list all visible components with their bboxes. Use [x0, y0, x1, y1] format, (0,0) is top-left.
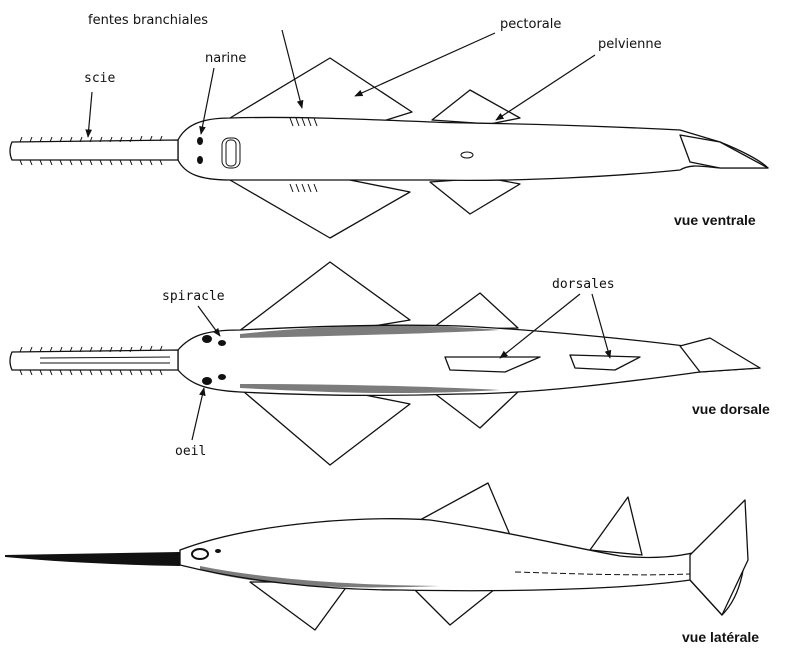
dorsal-eye-upper	[202, 335, 212, 343]
ventral-pelvic-fin-upper	[432, 90, 520, 124]
label-oeil: oeil	[175, 444, 206, 459]
label-spiracle: spiracle	[162, 289, 225, 304]
ventral-pectoral-fin-lower	[230, 172, 410, 238]
dorsal-pelvic-fin-upper	[430, 293, 518, 330]
lateral-pectoral-fin	[250, 582, 350, 630]
arrow-spiracle	[198, 306, 220, 336]
ventral-body	[178, 117, 768, 180]
dorsal-view-drawing	[10, 262, 760, 465]
arrow-pectorale	[355, 33, 495, 96]
label-vue-ventrale: vue ventrale	[674, 212, 756, 228]
ventral-nostril-lower	[197, 156, 203, 164]
label-pectorale: pectorale	[500, 17, 561, 32]
ventral-nostril-upper	[197, 137, 203, 145]
label-dorsales: dorsales	[552, 277, 615, 292]
ventral-saw	[10, 140, 178, 160]
label-vue-laterale: vue latérale	[682, 629, 759, 645]
dorsal-spiracle-upper	[218, 340, 226, 346]
lateral-view-drawing	[5, 483, 748, 630]
lateral-spiracle	[215, 549, 221, 553]
ventral-caudal-fin	[680, 135, 768, 168]
label-narine: narine	[205, 51, 246, 66]
lateral-saw	[5, 552, 180, 566]
ventral-pelvic-fin-lower	[430, 178, 520, 214]
label-scie: scie	[84, 71, 115, 86]
dorsal-saw	[10, 350, 178, 370]
label-fentes-branchiales: fentes branchiales	[88, 13, 208, 28]
label-pelvienne: pelvienne	[598, 37, 662, 52]
arrow-oeil	[192, 388, 204, 440]
lateral-caudal-fin	[690, 500, 748, 615]
dorsal-eye-lower	[202, 377, 212, 385]
ventral-view-drawing	[10, 58, 768, 238]
lateral-second-dorsal-fin	[590, 497, 642, 555]
arrow-pelvienne	[496, 55, 595, 120]
dorsal-pelvic-fin-lower	[430, 390, 520, 428]
arrow-scie	[88, 92, 92, 137]
lateral-eye	[192, 549, 208, 559]
dorsal-spiracle-lower	[218, 374, 226, 380]
label-vue-dorsale: vue dorsale	[692, 401, 770, 417]
